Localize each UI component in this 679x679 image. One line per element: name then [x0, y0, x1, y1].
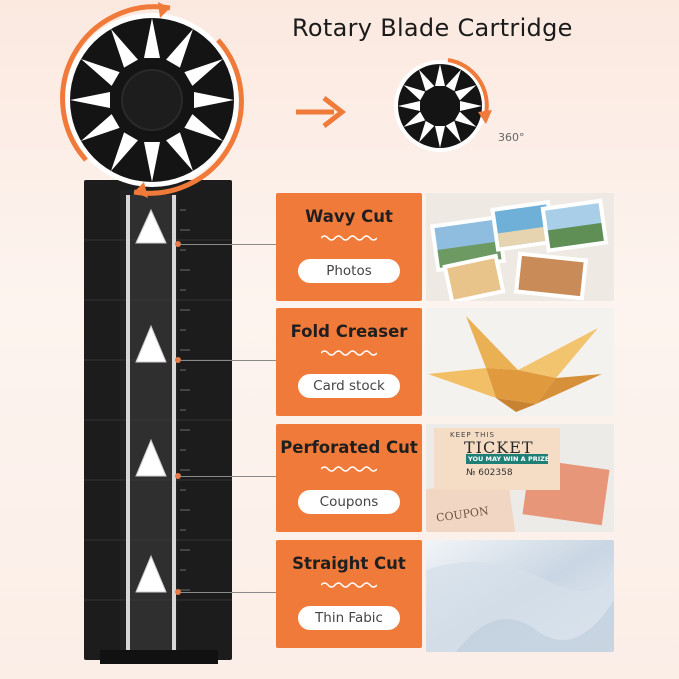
material-label: Thin Fabic: [298, 606, 400, 630]
feature-title: Perforated Cut: [280, 438, 418, 457]
wave-divider-icon: [321, 582, 377, 588]
tickets-image: KEEP THIS TICKET YOU MAY WIN A PRIZE № 6…: [426, 424, 614, 532]
wave-divider-icon: [321, 466, 377, 472]
small-cartridge-illustration: [394, 58, 492, 152]
feature-title: Fold Creaser: [290, 322, 408, 341]
ticket-line2: TICKET: [464, 438, 534, 457]
paper-trimmer-illustration: [60, 2, 244, 664]
leader-line: [180, 244, 276, 245]
leader-line: [180, 592, 276, 593]
ticket-number: № 602358: [466, 468, 513, 478]
page-title: Rotary Blade Cartridge: [292, 14, 573, 42]
leader-line: [180, 476, 276, 477]
feature-card-fold-creaser: Fold Creaser Card stock: [276, 308, 422, 416]
wave-divider-icon: [321, 350, 377, 356]
feature-card-straight-cut: Straight Cut Thin Fabic: [276, 540, 422, 648]
feature-card-wavy-cut: Wavy Cut Photos: [276, 193, 422, 301]
ticket-line3: YOU MAY WIN A PRIZE: [468, 455, 550, 463]
photos-image: [426, 193, 614, 301]
arrow-right-icon: [296, 96, 346, 128]
feature-title: Straight Cut: [292, 554, 406, 573]
rotation-label: 360°: [498, 131, 525, 144]
feature-title: Wavy Cut: [305, 207, 393, 226]
material-label: Photos: [298, 259, 400, 283]
leader-line: [180, 360, 276, 361]
origami-crane-image: [426, 308, 614, 416]
material-label: Coupons: [298, 490, 400, 514]
fabric-image: [426, 540, 614, 652]
material-label: Card stock: [298, 374, 400, 398]
feature-card-perforated-cut: Perforated Cut Coupons: [276, 424, 422, 532]
wave-divider-icon: [321, 235, 377, 241]
ticket-line1: KEEP THIS: [450, 431, 495, 439]
